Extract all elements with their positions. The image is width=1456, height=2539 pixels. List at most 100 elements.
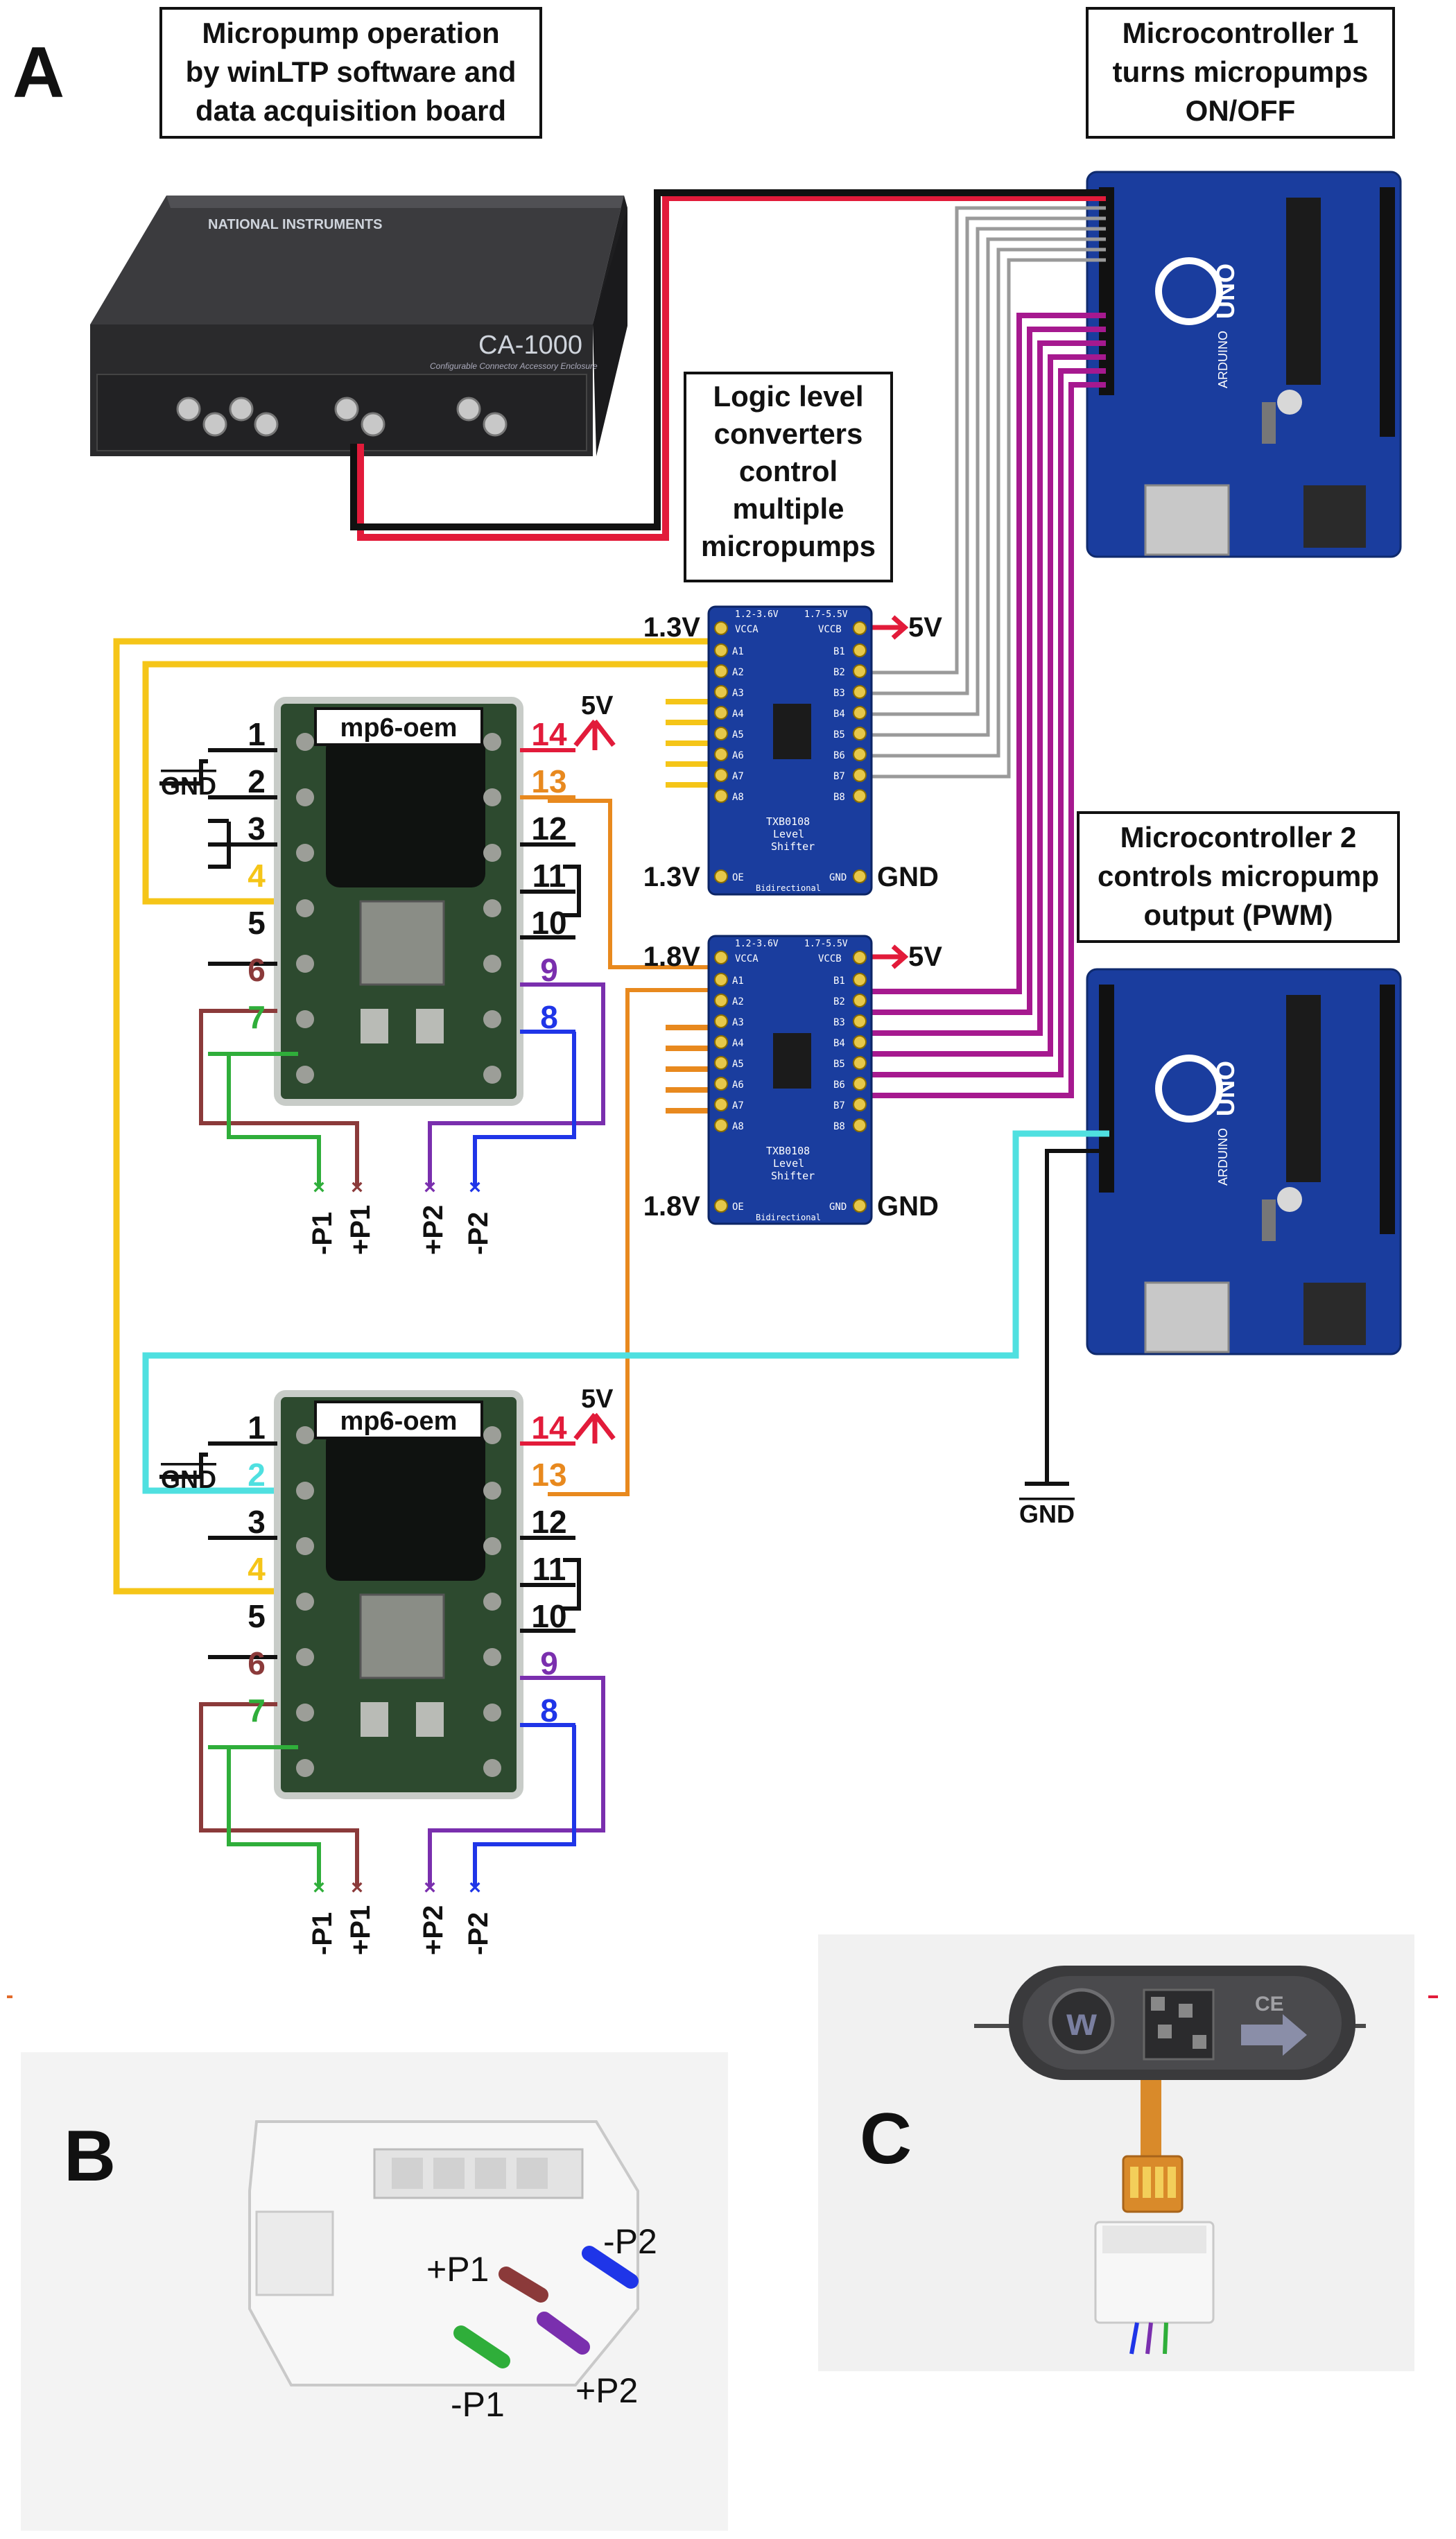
pump-2-pin-3: 3: [248, 1504, 266, 1540]
pump-2-pin-1: 1: [248, 1410, 266, 1446]
pump-2-out-minus-p1: -P1: [307, 1912, 338, 1955]
pump-2-pin-8: 8: [540, 1692, 558, 1728]
ls2-chip-line2: Level: [773, 1157, 804, 1170]
ls2-right-voltage: 5V: [908, 942, 942, 972]
caption-llc-line-4: multiple: [732, 492, 844, 525]
pump-1-gnd: GND: [161, 772, 216, 800]
pump-1-out-minus-p2: -P2: [463, 1212, 494, 1255]
ls1-chip-line3: Shifter: [771, 840, 815, 853]
ls2-b6: B6: [833, 1080, 845, 1091]
ni-bnc-connectors: [176, 397, 508, 437]
ls1-a6: A6: [732, 750, 744, 761]
caption-mc2-line-1: Microcontroller 2: [1120, 821, 1357, 853]
ls1-b7: B7: [833, 771, 845, 782]
caption-mc1: Microcontroller 1 turns micropumps ON/OF…: [1086, 7, 1395, 139]
panel-c-letter: C: [860, 2099, 912, 2179]
ls2-a5: A5: [732, 1059, 744, 1070]
ls1-b-pin-labels: B1 B2 B3 B4 B5 B6 B7 B8: [833, 646, 845, 803]
flex-cable: [1122, 2080, 1184, 2213]
ls1-b3: B3: [833, 688, 845, 699]
caption-llc-line-3: control: [739, 455, 838, 487]
pump-2-pin-4: 4: [248, 1551, 266, 1587]
pump-1-pin-9: 9: [540, 952, 558, 988]
mp6-oem-pump-1: mp6-oem: [274, 697, 523, 1106]
pump-1-pin-4: 4: [248, 858, 266, 894]
ls1-b5: B5: [833, 729, 845, 740]
pump-1-pin-2: 2: [248, 763, 266, 799]
svg-text:×: ×: [469, 1176, 481, 1199]
ls2-b2: B2: [833, 996, 845, 1007]
wire-orange-pump2-13: [548, 988, 718, 1496]
ls2-a3: A3: [732, 1017, 744, 1028]
ls2-b4: B4: [833, 1038, 845, 1049]
ls2-a7: A7: [732, 1100, 744, 1111]
pump-2-out-plus-p1: +P1: [345, 1905, 376, 1955]
pump-2-pin-9: 9: [540, 1645, 558, 1681]
wire-cyan-pwm: [142, 1130, 1109, 1494]
ls2-b1: B1: [833, 976, 845, 987]
pump-2-gnd: GND: [161, 1465, 216, 1493]
arduino-1-uno-label: UNO: [1211, 263, 1240, 319]
caption-llc-line-1: Logic level: [713, 380, 863, 413]
mc2-gnd-label: GND: [1019, 1500, 1075, 1528]
pump-2-pins: 1 2 3 4 5 6 7 GND 14 13 12 11 10 9 8 5V: [159, 1385, 616, 1955]
ls1-chip-name: TXB0108: [766, 815, 810, 828]
arduino-2: UNO ARDUINO: [1086, 968, 1402, 1355]
ls2-chip-line3: Shifter: [771, 1170, 815, 1182]
svg-text:×: ×: [351, 1176, 363, 1199]
wire-mc2-gnd: [1045, 1149, 1109, 1484]
pump-1-name: mp6-oem: [340, 713, 458, 743]
wires-gray-mc1: [863, 206, 1106, 779]
wire-orange-pump1-13: [548, 799, 718, 969]
ls1-b2: B2: [833, 667, 845, 678]
pump-2-pin-13: 13: [531, 1457, 566, 1493]
svg-text:×: ×: [469, 1876, 481, 1899]
ni-model: CA-1000: [478, 331, 582, 360]
panel-b-label-minus-p1: -P1: [451, 2385, 505, 2424]
ls1-b6: B6: [833, 750, 845, 761]
caption-mc1-line-3: ON/OFF: [1186, 94, 1296, 127]
pump-ce-mark: CE: [1255, 1993, 1284, 2016]
caption-ni: Micropump operation by winLTP software a…: [159, 7, 542, 139]
wires: [113, 189, 1109, 1595]
panel-c: C w CE: [818, 1934, 1414, 2371]
caption-llc-line-2: converters: [714, 417, 863, 450]
ls1-vccb: VCCB: [818, 624, 842, 635]
caption-ni-line-3: data acquisition board: [196, 94, 506, 127]
pump-2-pin-6: 6: [248, 1645, 266, 1681]
caption-llc: Logic level converters control multiple …: [684, 372, 893, 582]
level-shifter-1: 1.2-3.6V 1.7-5.5V VCCA VCCB A1 A2 A3 A4 …: [643, 605, 942, 896]
arduino-1-brand: ARDUINO: [1216, 331, 1230, 388]
ls1-a8: A8: [732, 792, 744, 803]
ls2-left-voltage: 1.8V: [643, 942, 701, 972]
ls1-left-voltage: 1.3V: [643, 612, 701, 643]
pump-1-pin-7: 7: [248, 999, 266, 1035]
caption-mc1-line-2: turns micropumps: [1113, 55, 1369, 88]
ls1-oe-voltage: 1.3V: [643, 862, 701, 892]
ls1-b1: B1: [833, 646, 845, 657]
ls1-gnd-pin: GND: [829, 872, 847, 883]
pump-1-pin-11: 11: [532, 858, 566, 894]
ls2-b7: B7: [833, 1100, 845, 1111]
ls1-chip-line2: Level: [773, 828, 804, 840]
ls2-chip-name: TXB0108: [766, 1145, 810, 1157]
pump-1-pin-14: 14: [531, 716, 567, 752]
ni-subtitle: Configurable Connector Accessory Enclosu…: [430, 361, 598, 371]
ls2-header-right: 1.7-5.5V: [804, 939, 848, 949]
caption-ni-line-2: by winLTP software and: [186, 55, 517, 88]
wire-yellow-a1-pump1: [142, 661, 718, 905]
ls1-header-left: 1.2-3.6V: [735, 609, 779, 620]
ls2-gnd-label: GND: [877, 1191, 939, 1222]
ls1-gnd-label: GND: [877, 862, 939, 892]
ls2-a1: A1: [732, 976, 744, 987]
ls2-b-pin-labels: B1 B2 B3 B4 B5 B6 B7 B8: [833, 976, 845, 1132]
ls2-a2: A2: [732, 996, 744, 1007]
ls1-a7: A7: [732, 771, 744, 782]
svg-text:×: ×: [424, 1176, 436, 1199]
ls2-a8: A8: [732, 1121, 744, 1132]
pump-2-pin-11: 11: [532, 1551, 566, 1587]
pump-2-5v: 5V: [581, 1385, 614, 1414]
ls1-a-pin-labels: A1 A2 A3 A4 A5 A6 A7 A8: [732, 646, 744, 803]
pump-1-pin-5: 5: [248, 905, 266, 941]
panel-a: A Micropump operation by winLTP software…: [12, 7, 1402, 1955]
